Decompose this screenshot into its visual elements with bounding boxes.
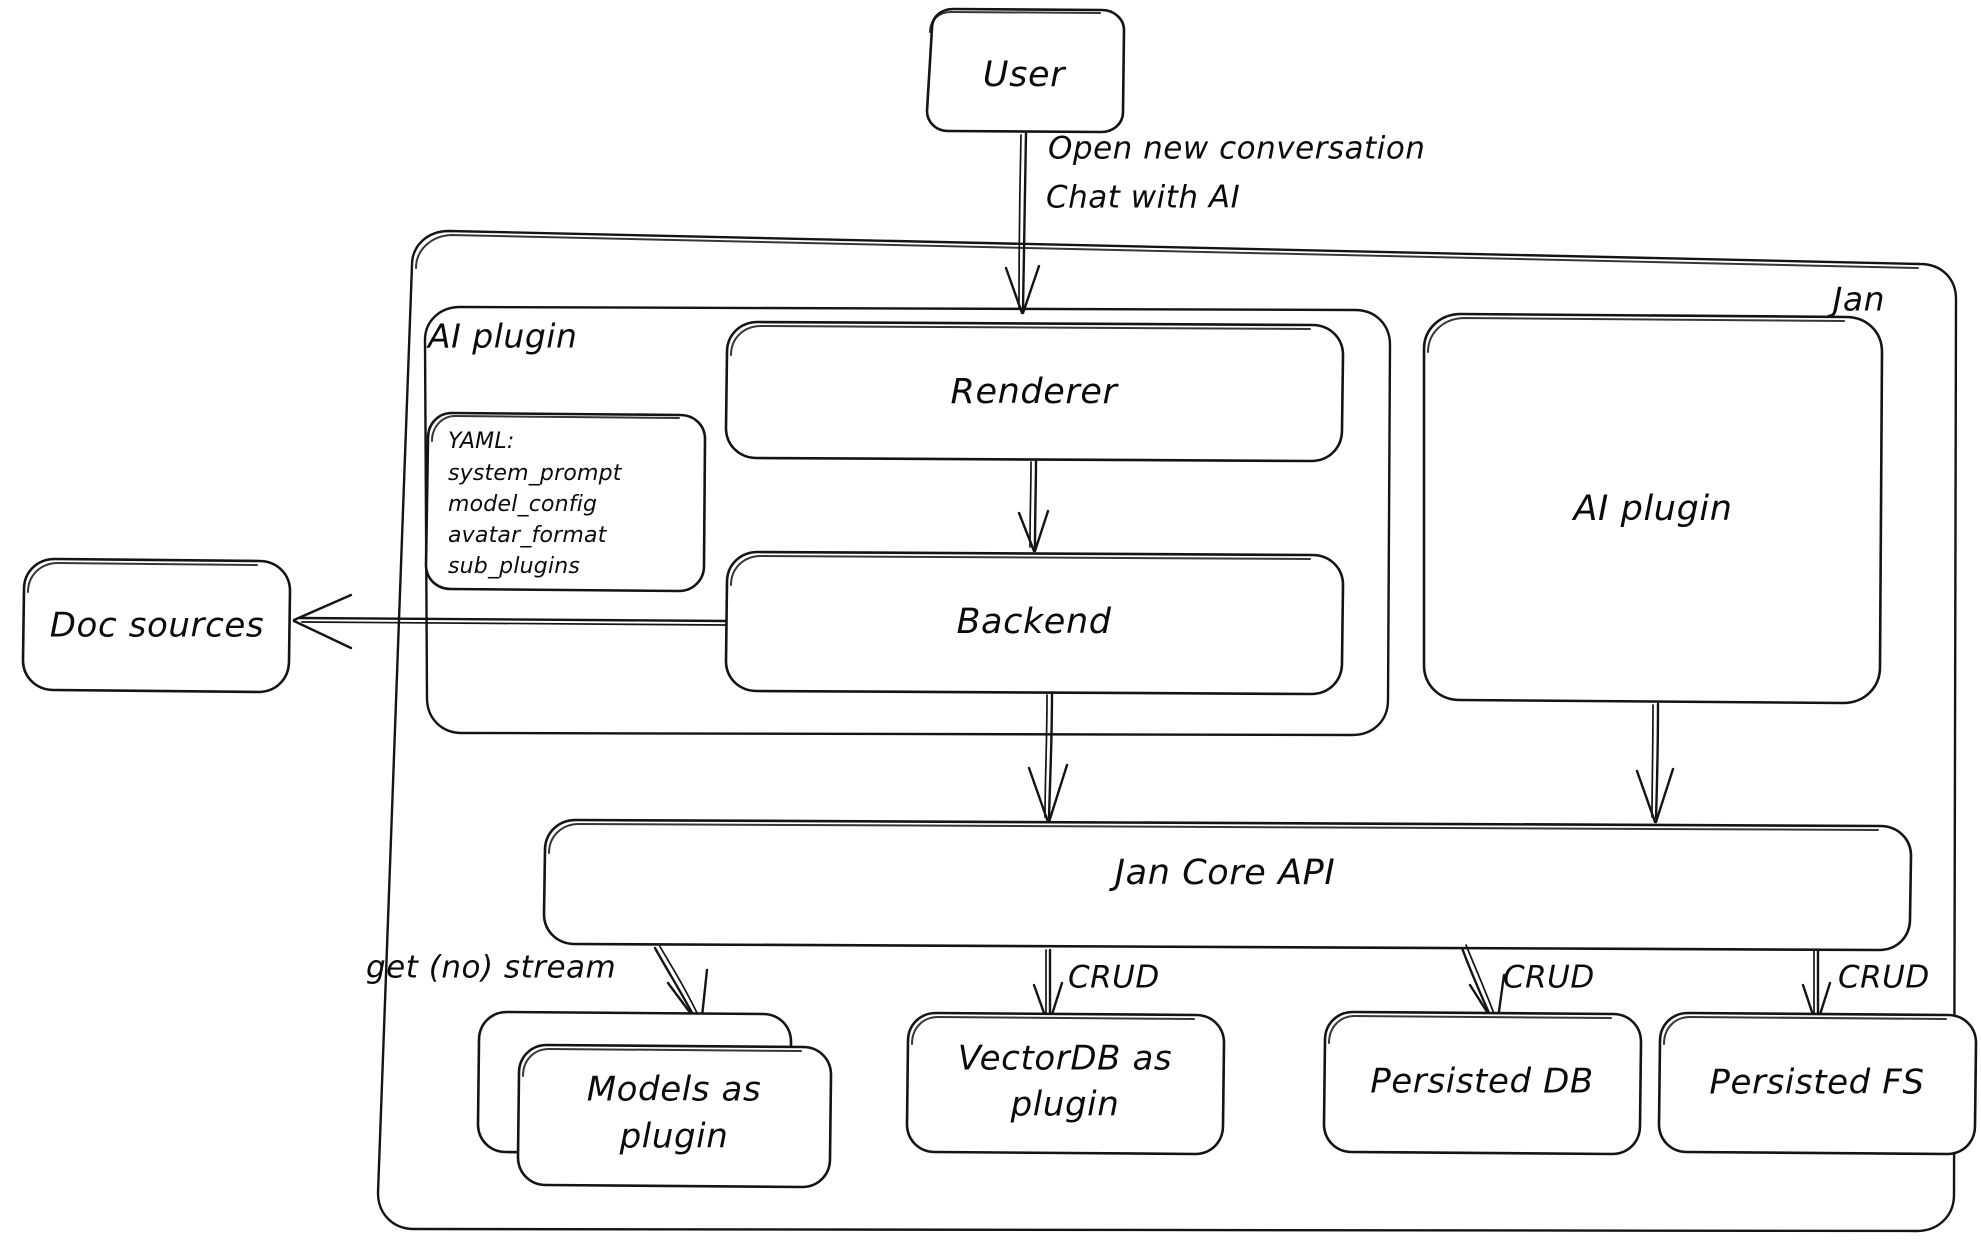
yaml-note-item-3: sub_plugins	[448, 554, 580, 579]
node-persisted-db-label: Persisted DB	[1370, 1062, 1594, 1102]
edge-label-core-persisted-fs: CRUD	[1838, 960, 1930, 996]
edge-label-user-renderer-line2: Chat with AI	[1046, 180, 1240, 216]
yaml-note-item-1: model_config	[448, 492, 597, 517]
node-doc-sources[interactable]: Doc sources	[21, 557, 292, 694]
node-ai-plugin-right[interactable]: AI plugin	[1422, 312, 1884, 705]
node-persisted-fs-label: Persisted FS	[1709, 1063, 1924, 1103]
edge-renderer-to-backend	[1017, 459, 1050, 553]
container-jan-label: Jan	[1827, 280, 1885, 319]
node-models-as-plugin-label-line2: plugin	[619, 1117, 729, 1157]
node-doc-sources-label: Doc sources	[50, 606, 264, 646]
node-models-as-plugin[interactable]: Models as plugin	[476, 1010, 833, 1189]
node-vectordb-as-plugin[interactable]: VectorDB as plugin	[905, 1011, 1226, 1156]
edge-label-core-persisted-db: CRUD	[1503, 960, 1595, 996]
node-renderer-label: Renderer	[951, 372, 1120, 412]
yaml-note-item-2: avatar_format	[448, 523, 608, 548]
edge-core-to-vectordb: CRUD	[1032, 948, 1160, 1026]
node-persisted-db[interactable]: Persisted DB	[1322, 1010, 1643, 1156]
edge-ai-plugin-to-core	[1635, 702, 1675, 824]
edge-label-user-renderer-line1: Open new conversation	[1048, 131, 1425, 167]
node-persisted-fs[interactable]: Persisted FS	[1657, 1011, 1978, 1156]
yaml-note-heading: YAML:	[448, 429, 514, 454]
node-user-label: User	[983, 55, 1067, 95]
node-ai-plugin-right-label: AI plugin	[1571, 489, 1732, 529]
node-jan-core-api-label: Jan Core API	[1109, 853, 1336, 893]
edge-backend-to-doc-sources	[292, 593, 728, 650]
yaml-note-item-0: system_prompt	[448, 461, 623, 486]
node-renderer[interactable]: Renderer	[724, 320, 1345, 463]
edge-label-core-models: get (no) stream	[366, 950, 616, 986]
edge-user-to-renderer: Open new conversation Chat with AI	[1004, 131, 1425, 315]
edge-core-to-models: get (no) stream	[366, 944, 709, 1028]
node-vectordb-as-plugin-label-line1: VectorDB as	[958, 1039, 1172, 1079]
node-user[interactable]: User	[925, 7, 1126, 134]
edge-backend-to-core	[1027, 692, 1069, 824]
node-backend-label: Backend	[956, 602, 1111, 642]
node-backend[interactable]: Backend	[724, 550, 1345, 696]
node-models-as-plugin-label-line1: Models as	[587, 1070, 762, 1110]
container-ai-plugin-group-label: AI plugin	[426, 317, 577, 356]
edge-label-core-vectordb: CRUD	[1068, 960, 1160, 996]
node-vectordb-as-plugin-label-line2: plugin	[1010, 1085, 1120, 1125]
node-jan-core-api[interactable]: Jan Core API	[542, 818, 1913, 952]
node-yaml-note: YAML: system_prompt model_config avatar_…	[424, 411, 707, 593]
